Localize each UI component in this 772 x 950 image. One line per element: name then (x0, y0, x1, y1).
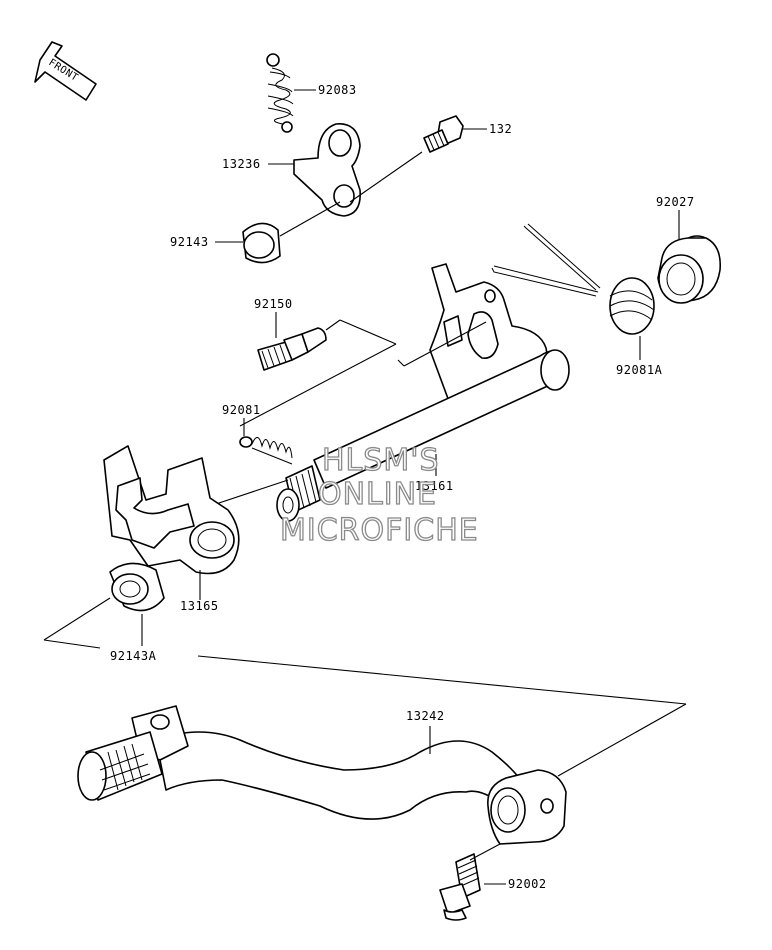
watermark-line1: HLSM'S (322, 443, 440, 478)
bolt-132-icon (423, 115, 464, 153)
label-92143: 92143 (170, 235, 209, 249)
label-92150: 92150 (254, 297, 293, 311)
label-13236: 13236 (222, 157, 261, 171)
label-92081A: 92081A (616, 363, 663, 377)
collar-92143A-icon (109, 562, 165, 612)
plate-13165-icon (103, 445, 240, 575)
label-92083: 92083 (318, 83, 357, 97)
bolt-92002-icon (439, 853, 481, 921)
label-92081: 92081 (222, 403, 261, 417)
label-13242: 13242 (406, 709, 445, 723)
label-13165: 13165 (180, 599, 219, 613)
label-92027: 92027 (656, 195, 695, 209)
label-13161: 13161 (415, 479, 454, 493)
label-92002: 92002 (508, 877, 547, 891)
seal-92027-icon (657, 235, 722, 304)
watermark-line3: MICROFICHE (280, 513, 479, 548)
label-92143A: 92143A (110, 649, 157, 663)
watermark: HLSM'S ONLINE MICROFICHE (279, 442, 479, 548)
front-arrow-icon: FRONT (34, 41, 97, 101)
watermark-line2: ONLINE (318, 477, 437, 512)
pin-92150-icon (257, 327, 327, 371)
collar-92143-icon (242, 222, 281, 264)
label-132: 132 (489, 122, 512, 136)
spring-92081-icon (239, 436, 293, 465)
shift-shaft-13161-icon (276, 263, 570, 522)
torsion-spring-92081A-icon (491, 223, 655, 335)
spring-92083-icon (266, 53, 294, 133)
shift-pedal-13242-icon (77, 705, 567, 845)
lever-13236-icon (293, 123, 361, 217)
